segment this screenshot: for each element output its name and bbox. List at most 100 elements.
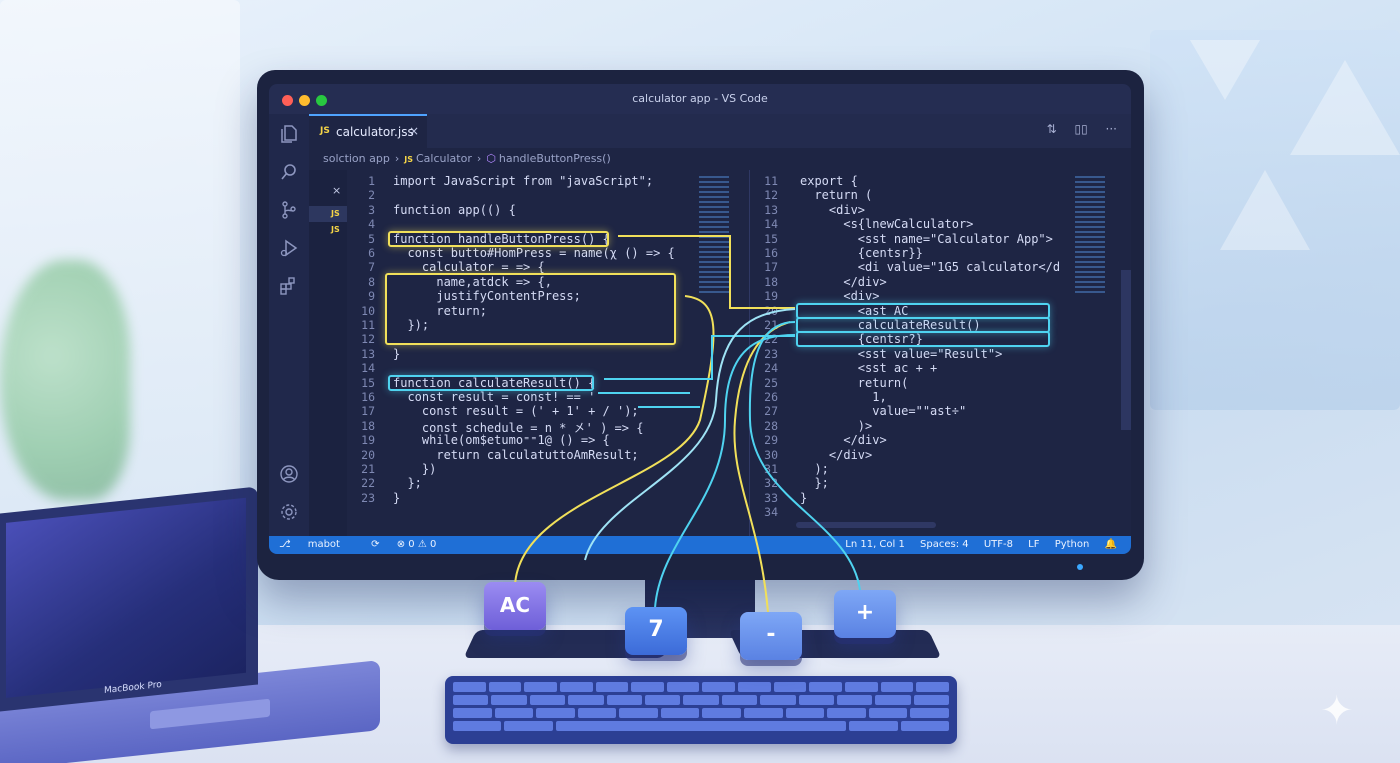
keyboard-key[interactable] <box>875 695 911 705</box>
keyboard-key[interactable] <box>504 721 553 731</box>
keyboard-key[interactable] <box>491 695 527 705</box>
code-line[interactable]: return ( <box>800 188 873 203</box>
sync-icon[interactable]: ⟳ <box>371 539 380 550</box>
tab-close-icon[interactable]: × <box>409 124 420 138</box>
keyboard-key[interactable] <box>524 682 557 692</box>
minimap[interactable] <box>699 176 729 296</box>
keyboard-key[interactable] <box>453 695 489 705</box>
code-line[interactable]: }; <box>393 476 422 491</box>
code-line[interactable]: {centsr?} <box>800 332 923 347</box>
code-line[interactable]: <sst ac + + <box>800 361 938 376</box>
keyboard-key[interactable] <box>916 682 949 692</box>
code-line[interactable]: {centsr}} <box>800 246 923 260</box>
split-editor-icon[interactable]: ▯▯ <box>1074 122 1088 136</box>
code-line[interactable]: export { <box>800 174 858 188</box>
code-line[interactable]: ); <box>800 462 829 476</box>
keyboard-key[interactable] <box>880 682 914 692</box>
language-mode[interactable]: Python <box>1054 539 1090 550</box>
code-line[interactable]: return( <box>800 375 909 390</box>
keyboard-key[interactable] <box>809 682 843 692</box>
vertical-scrollbar[interactable] <box>1121 270 1131 430</box>
indentation-setting[interactable]: Spaces: 4 <box>920 539 969 550</box>
keyboard-key[interactable] <box>529 695 566 705</box>
keyboard-key[interactable] <box>910 708 949 718</box>
breadcrumb-item[interactable]: handleButtonPress() <box>498 152 611 165</box>
code-line[interactable]: function app(() { <box>393 202 516 217</box>
keyboard-key[interactable] <box>827 708 866 718</box>
maximize-window-button[interactable] <box>316 95 327 106</box>
keyboard-key[interactable] <box>536 708 575 718</box>
keyboard-key[interactable] <box>453 682 486 692</box>
code-line[interactable]: <di value="1G5 calculator</d <box>800 260 1061 275</box>
code-line[interactable]: const butto#HomPress = name(χ () => { <box>393 246 675 260</box>
extensions-icon[interactable] <box>279 276 299 296</box>
code-line[interactable]: } <box>393 490 401 505</box>
keyboard-key[interactable] <box>721 695 758 705</box>
cursor-position[interactable]: Ln 11, Col 1 <box>845 539 905 550</box>
keyboard-key[interactable] <box>836 695 873 705</box>
keyboard-key[interactable] <box>619 708 658 718</box>
minimap[interactable] <box>1075 176 1105 296</box>
branch-indicator[interactable]: ⎇ mabot <box>279 539 340 550</box>
code-line[interactable]: calculateResult() <box>800 318 981 332</box>
code-line[interactable]: <sst value="Result"> <box>800 346 1003 361</box>
code-line[interactable]: 1, <box>800 390 887 404</box>
code-line[interactable]: } <box>393 346 401 361</box>
code-line[interactable]: return; <box>393 303 487 318</box>
keyboard-key[interactable] <box>683 695 719 705</box>
keyboard-key[interactable] <box>702 682 736 692</box>
code-line[interactable]: name,atdck => {, <box>393 274 552 289</box>
code-line[interactable]: </div> <box>800 433 887 448</box>
code-line[interactable]: value=""ast÷" <box>800 404 967 419</box>
breadcrumb-item[interactable]: Calculator <box>416 152 472 165</box>
keyboard-key[interactable] <box>785 708 825 718</box>
settings-gear-icon[interactable] <box>279 502 299 522</box>
code-line[interactable]: const result = const! == ' <box>393 390 596 404</box>
code-line[interactable]: }) <box>393 462 437 476</box>
encoding-setting[interactable]: UTF-8 <box>983 539 1013 550</box>
keyboard-key[interactable] <box>773 682 807 692</box>
code-line[interactable]: <sst name="Calculator App"> <box>800 231 1053 246</box>
more-actions-icon[interactable]: ··· <box>1105 122 1117 136</box>
notifications-bell-icon[interactable]: 🔔 <box>1104 539 1117 550</box>
code-line[interactable]: }); <box>393 318 430 332</box>
code-line[interactable]: const result = (' + 1' + / '); <box>393 404 639 419</box>
keyboard-key[interactable] <box>913 695 950 705</box>
calculator-key-plus[interactable]: + <box>834 590 896 638</box>
keyboard-key[interactable] <box>845 682 878 692</box>
keyboard-key[interactable] <box>644 695 681 705</box>
code-line[interactable]: import JavaScript from "javaScript"; <box>393 174 654 188</box>
keyboard-key[interactable] <box>744 708 783 718</box>
code-line[interactable]: <div> <box>800 289 880 304</box>
keyboard-key[interactable] <box>900 721 950 731</box>
eol-setting[interactable]: LF <box>1028 539 1040 550</box>
keyboard-key[interactable] <box>453 708 492 718</box>
calculator-key-minus[interactable]: - <box>740 612 802 660</box>
explorer-icon[interactable] <box>279 124 299 144</box>
source-control-icon[interactable] <box>279 200 299 220</box>
compare-icon[interactable]: ⇅ <box>1046 122 1057 136</box>
keyboard-key[interactable] <box>568 695 604 705</box>
keyboard-key[interactable] <box>631 682 664 692</box>
calculator-key-ac[interactable]: AC <box>484 582 546 630</box>
keyboard-key[interactable] <box>559 682 593 692</box>
keyboard-key[interactable] <box>660 708 700 718</box>
code-line[interactable]: )> <box>800 418 873 433</box>
keyboard-key[interactable] <box>738 682 771 692</box>
explorer-file-item[interactable]: JS <box>331 225 340 234</box>
code-line[interactable]: <s{lnewCalculator> <box>800 217 974 232</box>
calculator-key-7[interactable]: 7 <box>625 607 687 655</box>
keyboard-key[interactable] <box>606 695 642 705</box>
explorer-file-item[interactable]: JS <box>309 206 347 222</box>
code-line[interactable]: <div> <box>800 202 866 217</box>
code-line[interactable]: while(om$etumo⁼⁼1@ () => { <box>393 433 610 448</box>
keyboard-key[interactable] <box>666 682 700 692</box>
keyboard-key[interactable] <box>453 721 502 731</box>
keyboard-key[interactable] <box>702 708 742 718</box>
search-icon[interactable] <box>279 162 299 182</box>
keyboard-key[interactable] <box>849 721 898 731</box>
code-line[interactable]: }; <box>800 476 829 491</box>
keyboard-key[interactable] <box>577 708 617 718</box>
